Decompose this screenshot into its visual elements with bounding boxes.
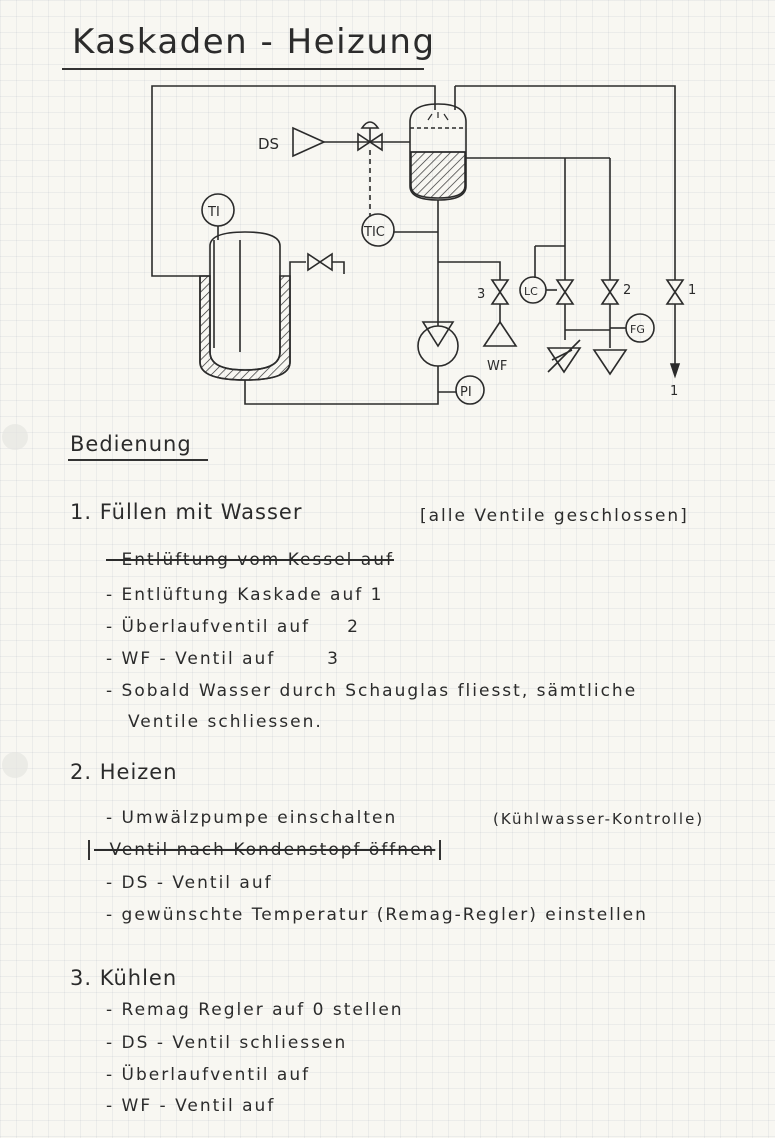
section-3-heading: 3. Kühlen: [70, 966, 178, 990]
ds-supply-symbol: [292, 126, 326, 158]
cascade-vessel: [409, 103, 467, 201]
vent-pipe-1: [455, 85, 676, 280]
drain-symbol: [546, 339, 582, 374]
valve-1-label: 1: [688, 283, 696, 298]
pi-label: PI: [460, 385, 472, 400]
kettle-vent-pipe: [289, 261, 306, 276]
jacketed-kettle: [199, 231, 291, 381]
pump-discharge: [244, 366, 439, 405]
kettle-vent-outlet: [332, 261, 345, 274]
section-2-item-4: - gewünschte Temperatur (Remag-Regler) e…: [106, 905, 648, 925]
circulation-pump: [417, 321, 459, 367]
section-1-item-3: - Überlaufventil auf 2: [106, 617, 360, 637]
page-title: Kaskaden - Heizung: [72, 22, 436, 62]
wf-label: WF: [487, 359, 507, 374]
punch-hole: [2, 424, 28, 450]
tic-instrument: [361, 213, 395, 247]
tic-label: TIC: [363, 225, 385, 240]
ti-label: TI: [207, 205, 220, 220]
ds-control-valve: [357, 121, 383, 152]
section-1-item-5: - Sobald Wasser durch Schauglas fliesst,…: [106, 681, 638, 701]
lc-valve: [555, 279, 575, 305]
valve-2-label: 2: [623, 283, 631, 298]
operation-heading: Bedienung: [70, 432, 192, 456]
section-3-item-3: - Überlaufventil auf: [106, 1065, 311, 1085]
section-1-heading: 1. Füllen mit Wasser: [70, 500, 303, 524]
section-1-item-1: - Entlüftung vom Kessel auf: [106, 550, 394, 570]
title-underline: [62, 68, 424, 70]
fg-instrument: [625, 313, 655, 343]
section-2-item-1-note: (Kühlwasser-Kontrolle): [493, 810, 705, 828]
fg-label: FG: [630, 323, 645, 336]
kettle-vent-valve: [307, 252, 333, 272]
spray-nozzle: [427, 112, 449, 121]
vent-outlet-arrow: [669, 363, 681, 379]
vent-valve-1: [665, 279, 685, 305]
wf-valve-3: [490, 279, 510, 305]
overflow-valve-2: [600, 279, 620, 305]
section-3-item-2: - DS - Ventil schliessen: [106, 1033, 348, 1053]
section-1-item-2: - Entlüftung Kaskade auf 1: [106, 585, 384, 605]
section-1-item-6: Ventile schliessen.: [128, 712, 323, 732]
overflow-outlet-symbol: [592, 349, 628, 376]
section-3-item-1: - Remag Regler auf 0 stellen: [106, 1000, 404, 1020]
outlet-label: 1: [670, 384, 678, 399]
operation-heading-underline: [68, 459, 208, 461]
section-2-item-3: - DS - Ventil auf: [106, 873, 273, 893]
section-1-note: [alle Ventile geschlossen]: [420, 506, 689, 526]
section-2-heading: 2. Heizen: [70, 760, 178, 784]
cascade-heating-diagram: DS TIC: [151, 85, 696, 405]
pi-instrument: [455, 375, 485, 405]
return-pipe: [151, 85, 436, 277]
section-2-item-1: - Umwälzpumpe einschalten: [106, 808, 398, 828]
valve-3-label: 3: [477, 287, 485, 302]
lc-label: LC: [524, 285, 538, 298]
wf-supply-symbol: [482, 320, 518, 347]
ds-label: DS: [258, 135, 279, 153]
section-2-item-2: - Ventil nach Kondenstopf öffnen: [88, 840, 442, 860]
wf-pipe: [438, 261, 501, 280]
section-3-item-4: - WF - Ventil auf: [106, 1096, 276, 1116]
section-1-item-4: - WF - Ventil auf 3: [106, 649, 340, 669]
punch-hole: [2, 752, 28, 778]
